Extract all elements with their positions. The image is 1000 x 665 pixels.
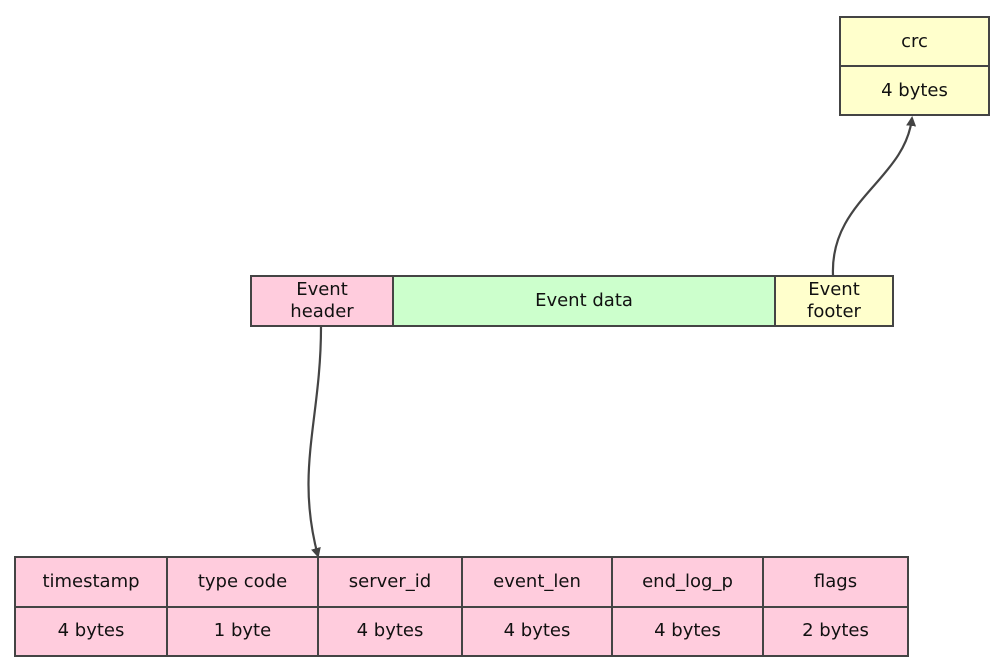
field-size: 4 bytes [463, 605, 611, 656]
field-event-len: event_len 4 bytes [461, 558, 611, 655]
event-structure: Event header Event data Event footer [250, 275, 894, 327]
field-size: 4 bytes [319, 605, 461, 656]
field-server-id: server_id 4 bytes [317, 558, 461, 655]
event-data-cell: Event data [392, 277, 774, 325]
header-fields-table: timestamp 4 bytes type code 1 byte serve… [14, 556, 909, 657]
field-size: 4 bytes [16, 605, 166, 656]
crc-block: crc 4 bytes [839, 16, 990, 116]
field-name: end_log_p [642, 570, 733, 592]
event-footer-cell: Event footer [774, 277, 892, 325]
field-name: event_len [493, 570, 581, 592]
field-size: 1 byte [168, 605, 317, 656]
crc-size: 4 bytes [841, 65, 988, 114]
field-name: type code [197, 570, 288, 592]
field-type-code: type code 1 byte [166, 558, 317, 655]
field-name: flags [813, 570, 858, 592]
field-size: 2 bytes [764, 605, 907, 656]
field-size: 4 bytes [613, 605, 762, 656]
footer-to-crc-arrow [831, 116, 917, 276]
field-flags: flags 2 bytes [762, 558, 907, 655]
field-name: server_id [348, 570, 432, 592]
field-name: timestamp [42, 570, 140, 592]
field-end-log-p: end_log_p 4 bytes [611, 558, 762, 655]
header-to-fields-arrow [307, 326, 323, 558]
event-header-cell: Event header [252, 277, 392, 325]
field-timestamp: timestamp 4 bytes [16, 558, 166, 655]
crc-label: crc [901, 30, 928, 52]
